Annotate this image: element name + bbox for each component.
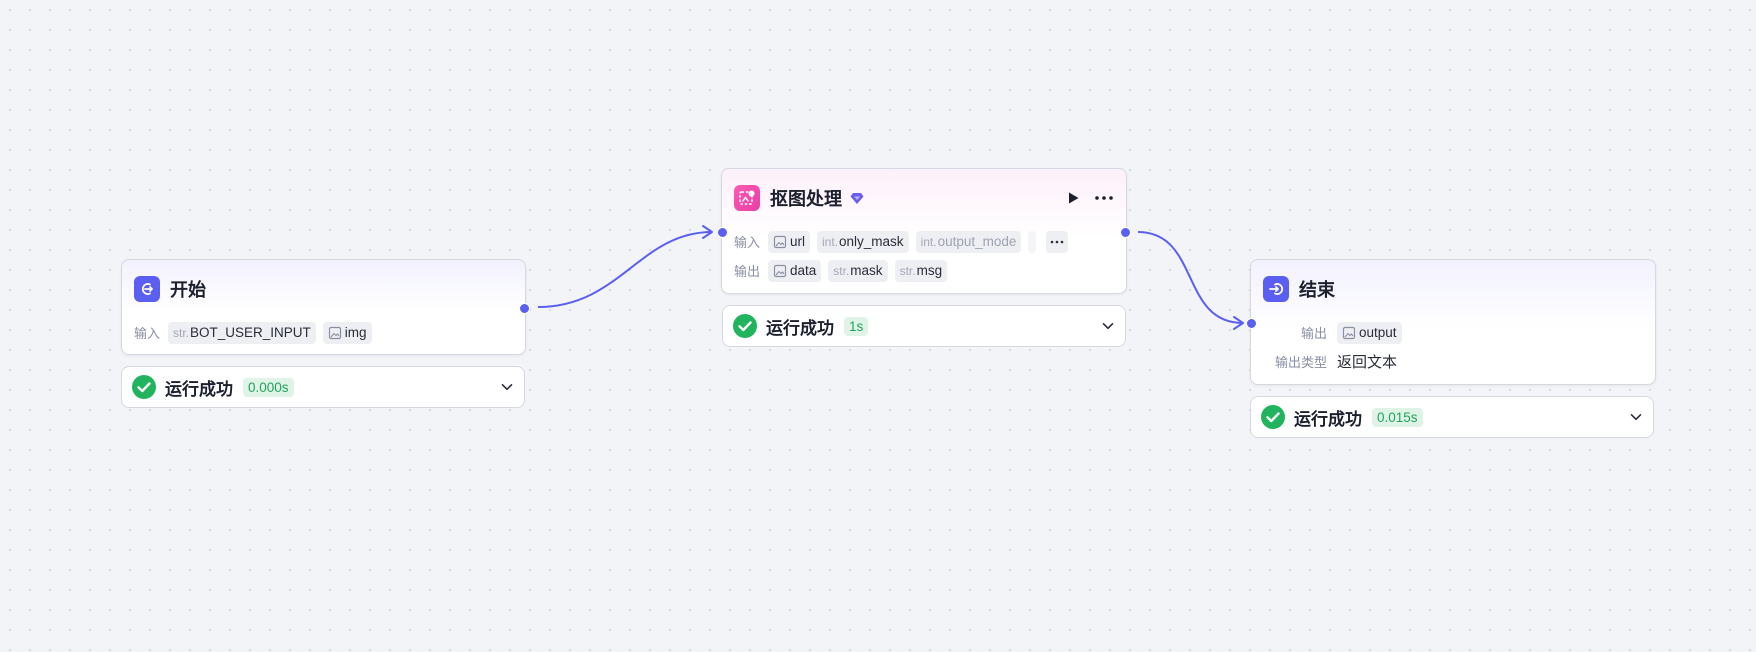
play-icon[interactable] <box>1066 191 1080 205</box>
edge-arrowhead <box>702 225 713 239</box>
output-type-row: 输出类型 返回文本 <box>1251 347 1655 376</box>
node-title: 开始 <box>170 280 206 300</box>
success-check-icon <box>733 314 757 338</box>
type-prefix: str. <box>833 263 850 278</box>
node-header: 结束 <box>1251 260 1655 318</box>
chevron-down-icon[interactable] <box>1101 319 1115 333</box>
input-tag: str. BOT_USER_INPUT <box>168 321 316 344</box>
status-text: 运行成功 <box>165 379 233 399</box>
success-check-icon <box>132 375 156 399</box>
param-name: url <box>790 234 806 249</box>
edge-start-to-process[interactable] <box>537 231 713 308</box>
cutout-image-icon <box>734 185 760 211</box>
premium-diamond-icon <box>850 192 864 205</box>
output-type-value: 返回文本 <box>1337 354 1398 371</box>
output-tag: data <box>768 259 822 282</box>
input-tag: int. output_mode <box>915 230 1022 253</box>
run-time-badge: 0.015s <box>1372 407 1423 427</box>
status-text: 运行成功 <box>766 318 834 338</box>
output-tag: output <box>1337 321 1402 344</box>
output-label: 输出 <box>1300 326 1327 341</box>
param-name: only_mask <box>839 234 904 249</box>
node-title: 抠图处理 <box>770 189 842 209</box>
output-row: 输出 output <box>1251 318 1655 347</box>
input-port[interactable] <box>1246 318 1257 329</box>
inputs-row: 输入 url int. only_mask int. output_mode <box>722 227 1126 256</box>
overflow-tag <box>1028 230 1037 253</box>
start-arrow-icon <box>134 276 160 302</box>
end-node[interactable]: 结束 输出 output 输出类型 返回文本 <box>1246 259 1656 385</box>
output-tag: str. mask <box>828 259 888 282</box>
input-tag: img <box>322 321 372 344</box>
input-tag: int. only_mask <box>817 230 909 253</box>
inputs-label: 输入 <box>734 235 761 250</box>
image-icon <box>1342 326 1356 340</box>
process-status-bar[interactable]: 运行成功 1s <box>722 305 1126 347</box>
edge-arrowhead <box>1233 316 1244 330</box>
process-node[interactable]: 抠图处理 输入 url int. only_mask int. output_ <box>717 168 1131 294</box>
param-name: BOT_USER_INPUT <box>190 325 311 340</box>
image-icon <box>773 264 787 278</box>
success-check-icon <box>1261 405 1285 429</box>
type-prefix: int. <box>920 234 937 249</box>
param-name: data <box>790 263 817 278</box>
input-port[interactable] <box>717 227 728 238</box>
more-options-icon[interactable] <box>1094 195 1114 201</box>
image-icon <box>328 326 342 340</box>
start-status-bar[interactable]: 运行成功 0.000s <box>121 366 525 408</box>
input-tag: url <box>768 230 811 253</box>
param-name: output_mode <box>937 234 1017 249</box>
start-node[interactable]: 开始 输入 str. BOT_USER_INPUT img <box>121 259 530 355</box>
node-header: 开始 <box>122 260 525 318</box>
end-arrow-icon <box>1263 276 1289 302</box>
param-name: msg <box>916 263 943 278</box>
outputs-row: 输出 data str. mask str. msg <box>722 256 1126 285</box>
inputs-label: 输入 <box>134 326 161 341</box>
outputs-label: 输出 <box>734 264 761 279</box>
type-prefix: str. <box>899 263 916 278</box>
chevron-down-icon[interactable] <box>1629 410 1643 424</box>
chevron-down-icon[interactable] <box>500 380 514 394</box>
status-text: 运行成功 <box>1294 409 1362 429</box>
node-title: 结束 <box>1299 280 1335 300</box>
param-name: img <box>344 325 367 340</box>
inputs-row: 输入 str. BOT_USER_INPUT img <box>122 318 525 347</box>
type-prefix: str. <box>173 325 190 340</box>
output-tag: str. msg <box>894 259 948 282</box>
end-status-bar[interactable]: 运行成功 0.015s <box>1250 396 1654 438</box>
type-prefix: int. <box>822 234 839 249</box>
more-params-icon[interactable] <box>1046 230 1069 253</box>
output-port[interactable] <box>1120 227 1131 238</box>
run-time-badge: 0.000s <box>243 377 294 397</box>
output-type-label: 输出类型 <box>1274 355 1327 370</box>
run-time-badge: 1s <box>844 316 869 336</box>
param-name: output <box>1359 325 1397 340</box>
output-port[interactable] <box>519 303 530 314</box>
param-name: mask <box>850 263 883 278</box>
node-actions <box>1066 191 1114 205</box>
image-icon <box>773 235 787 249</box>
edge-process-to-end[interactable] <box>1137 231 1244 324</box>
node-header: 抠图处理 <box>722 169 1126 227</box>
